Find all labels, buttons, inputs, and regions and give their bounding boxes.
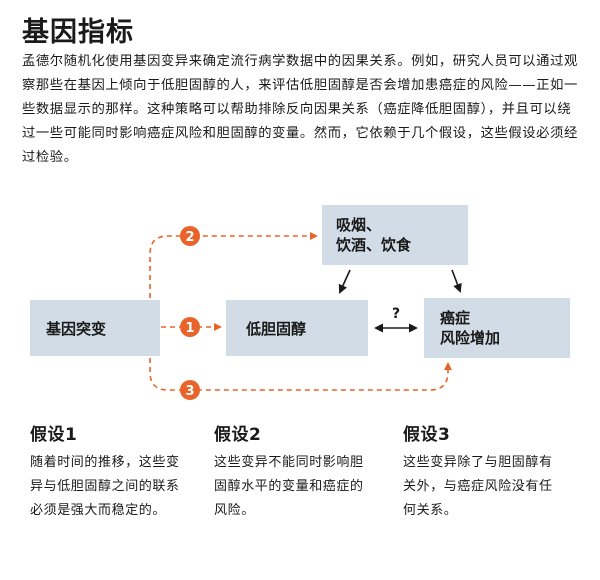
node-lifestyle: 吸烟、 饮酒、饮食	[322, 205, 468, 265]
svg-text:3: 3	[185, 384, 194, 399]
hypothesis-1-title: 假设1	[30, 425, 78, 445]
hypothesis-1: 假设1 随着时间的推移，这些变异与低胆固醇之间的联系必须是强大而稳定的。	[30, 420, 180, 523]
svg-text:2: 2	[185, 230, 194, 245]
badge-1: 1	[180, 317, 200, 337]
hypothesis-3-text: 这些变异除了与胆固醇有关外，与癌症风险没有任何关系。	[403, 455, 553, 518]
intro-paragraph: 孟德尔随机化使用基因变异来确定流行病学数据中的因果关系。例如，研究人员可以通过观…	[22, 54, 578, 165]
arrow-path-2	[149, 232, 318, 298]
hypothesis-3: 假设3 这些变异除了与胆固醇有关外，与癌症风险没有任何关系。	[403, 420, 553, 523]
node-cancer-line1: 癌症	[440, 309, 471, 327]
node-lifestyle-line2: 饮酒、饮食	[336, 236, 412, 254]
arrow-lifestyle-to-cancer	[451, 269, 462, 293]
node-cancer-risk: 癌症 风险增加	[424, 298, 570, 358]
arrow-path-3	[149, 358, 452, 391]
hypothesis-2-text: 这些变异不能同时影响胆固醇水平的变量和癌症的风险。	[214, 455, 364, 518]
svg-text:1: 1	[185, 321, 194, 336]
node-cancer-line2: 风险增加	[440, 329, 501, 347]
node-cholesterol-label: 低胆固醇	[246, 320, 307, 338]
node-gene-mutation: 基因突变	[30, 300, 160, 356]
arrow-lifestyle-to-cholesterol	[338, 269, 351, 294]
question-mark: ?	[392, 306, 400, 322]
hypothesis-1-text: 随着时间的推移，这些变异与低胆固醇之间的联系必须是强大而稳定的。	[30, 455, 180, 518]
page-title: 基因指标	[22, 17, 134, 48]
hypothesis-2-title: 假设2	[214, 425, 262, 445]
hypothesis-2: 假设2 这些变异不能同时影响胆固醇水平的变量和癌症的风险。	[214, 420, 364, 523]
badge-3: 3	[180, 380, 200, 400]
node-gene-label: 基因突变	[46, 320, 107, 338]
node-lifestyle-line1: 吸烟、	[336, 216, 382, 234]
hypothesis-3-title: 假设3	[403, 425, 451, 445]
node-low-cholesterol: 低胆固醇	[226, 300, 368, 356]
badge-2: 2	[180, 226, 200, 246]
